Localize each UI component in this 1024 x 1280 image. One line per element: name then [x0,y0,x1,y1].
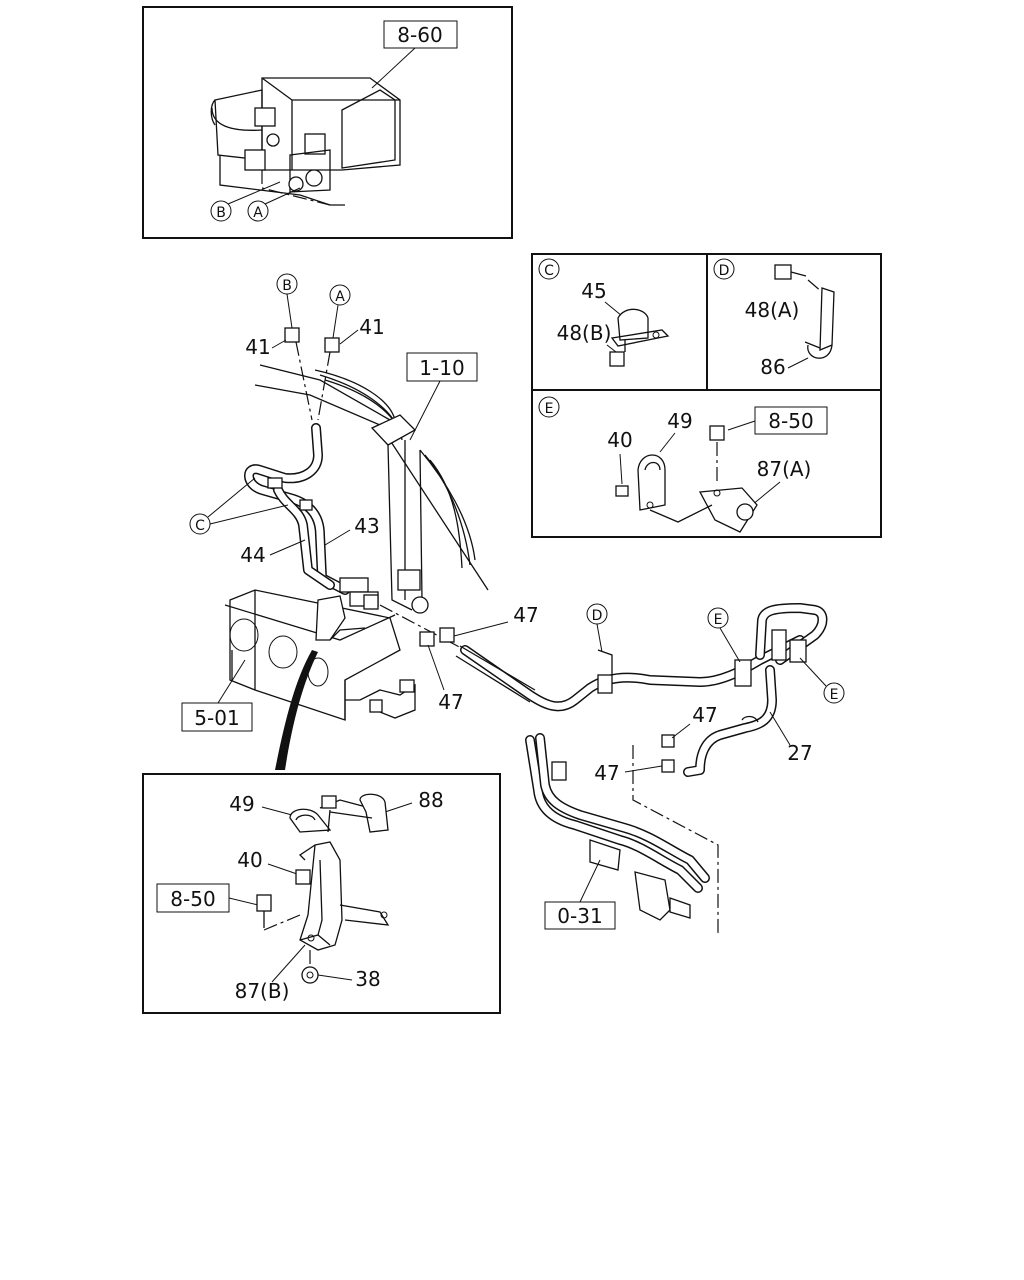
letter-d-detail: D [719,263,730,279]
part-87b-label: 87(B) [235,979,290,1003]
part-49-label-e: 49 [667,409,692,433]
part-44-label: 44 [240,543,265,567]
part-88-label: 88 [418,788,443,812]
part-38-label: 38 [355,967,380,991]
bracket-87b-drawing [256,793,390,984]
letter-e-detail: E [545,401,554,417]
junction-block-drawing [210,77,401,206]
letter-a-top: A [253,205,263,221]
part-47-label-a: 47 [513,603,538,627]
part-27-label: 27 [787,741,812,765]
part-40-label-e: 40 [607,428,632,452]
circle-a-top [247,200,269,222]
part-49-label-inset: 49 [229,792,254,816]
letter-e-main-right: E [830,687,839,703]
main-assembly: B A 41 41 1-10 C 43 44 47 47 5-01 D [181,273,845,935]
part-41-label-left: 41 [245,335,270,359]
circle-e-main-top [707,607,729,629]
ref-label-1-10: 1-10 [419,356,464,380]
part-48b-label: 48(B) [557,321,612,345]
part-86-label: 86 [760,355,785,379]
letter-a-main: A [335,289,345,305]
circle-e-main-right [823,682,845,704]
inset-top-frame [142,6,513,239]
circle-c-detail [538,258,560,280]
letter-b-top: B [216,205,226,221]
part-40-label-inset: 40 [237,848,262,872]
part-45-label: 45 [581,279,606,303]
inset-bracket: 49 88 40 8-50 87(B) 38 [142,773,501,1014]
part-41-label-right: 41 [359,315,384,339]
pointer-arrow [275,650,318,770]
part-43-label: 43 [354,514,379,538]
letter-b-main: B [282,278,292,294]
circle-d-detail [713,258,735,280]
ref-label-0-31: 0-31 [557,904,602,928]
part-47-label-c: 47 [692,703,717,727]
part-48a-label: 48(A) [745,298,800,322]
part-87a-label: 87(A) [757,457,812,481]
letter-d-main: D [592,608,603,624]
circle-e-detail [538,396,560,418]
bracket-86-drawing [774,264,835,359]
inset-top: 8-60 B A [142,6,513,239]
ref-label-5-01: 5-01 [194,706,239,730]
clip-45-drawing [609,308,670,367]
clamp-d-drawing [597,674,613,694]
inset-details: C 45 48(B) D 48(A) 86 E 49 40 [531,253,882,538]
ref-label-8-50-detail: 8-50 [768,409,813,433]
circle-a-main [329,284,351,306]
radiator-drawing [254,364,489,614]
ref-box-8-60 [383,20,458,49]
part-47-label-d: 47 [594,761,619,785]
circle-b-top [210,200,232,222]
fittings-drawing [267,477,379,641]
ref-label-8-60: 8-60 [397,23,442,47]
letter-c-main: C [195,518,205,534]
clip-49-drawing [615,425,758,533]
inset-bracket-frame [142,773,501,1014]
letter-c-detail: C [544,263,554,279]
part-47-label-b: 47 [438,690,463,714]
ref-label-8-50-inset: 8-50 [170,887,215,911]
ref-box-1-10 [406,352,478,382]
ref-box-5-01 [181,702,253,732]
letter-e-main-top: E [714,612,723,628]
ref-box-8-50-detail [754,406,828,435]
